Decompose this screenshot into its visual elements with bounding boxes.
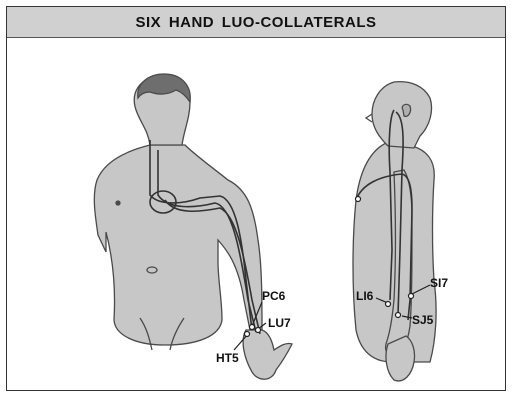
side-ear: [402, 104, 410, 116]
side-shoulder-point: [356, 197, 361, 202]
lu7-label: LU7: [268, 316, 291, 330]
front-figure: [94, 74, 292, 379]
side-hand: [386, 336, 415, 381]
li6-point: [386, 302, 391, 307]
ht5-label: HT5: [216, 351, 239, 365]
front-nipple: [116, 201, 120, 205]
lu7-point: [256, 328, 261, 333]
side-figure: [353, 82, 436, 381]
si7-label: SI7: [430, 276, 448, 290]
side-head: [372, 82, 432, 148]
front-hand: [243, 330, 292, 379]
ht5-point: [245, 332, 250, 337]
side-nose: [366, 114, 372, 122]
sj5-point: [396, 313, 401, 318]
si7-point: [409, 294, 414, 299]
li6-label: LI6: [356, 289, 374, 303]
pc6-point: [250, 325, 255, 330]
sj5-label: SJ5: [412, 313, 434, 327]
pc6-label: PC6: [262, 289, 286, 303]
front-torso: [94, 145, 262, 345]
